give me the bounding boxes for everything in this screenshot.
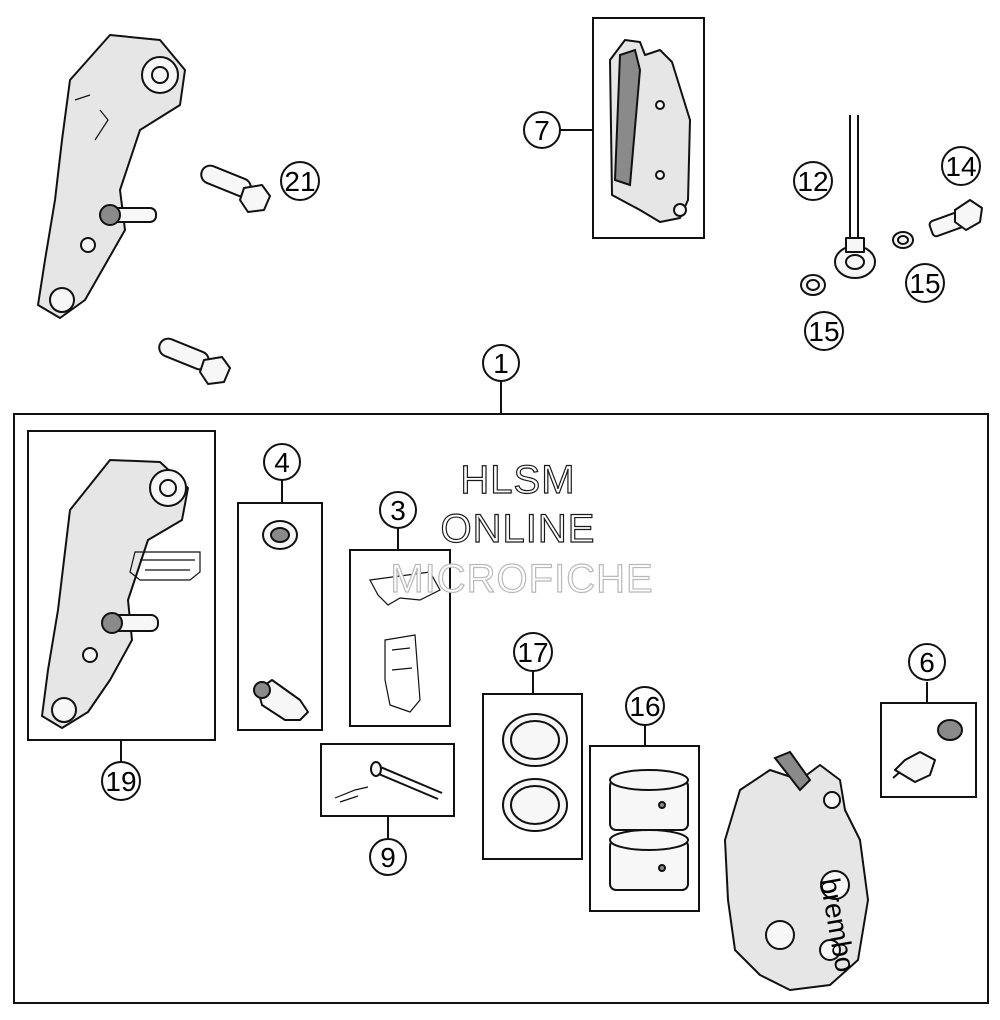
callout-7-label: 7	[534, 115, 550, 146]
retaining-pin-box	[320, 743, 455, 817]
callout-16-label: 16	[629, 691, 660, 722]
callout-14-label: 14	[945, 151, 976, 182]
callout-7[interactable]: 7	[523, 111, 561, 149]
callout-3[interactable]: 3	[379, 491, 417, 529]
bleeder-valve-box	[880, 702, 977, 798]
pin-bushing-box	[237, 502, 323, 731]
callout-1[interactable]: 1	[482, 344, 520, 382]
watermark-line-2: ONLINE	[441, 507, 596, 551]
bracket-kit-box	[27, 430, 216, 741]
brake-hose	[834, 115, 876, 279]
caliper-bracket-top	[37, 34, 186, 319]
callout-1-label: 1	[493, 348, 509, 379]
callout-19[interactable]: 19	[101, 761, 141, 801]
watermark-line-3: MICROFICHE	[390, 557, 653, 601]
leader-lines	[120, 129, 928, 838]
bolt-lower	[158, 337, 231, 385]
callout-6-label: 6	[919, 647, 935, 678]
piston-box	[589, 745, 700, 912]
bolt-upper	[200, 164, 271, 213]
callout-15-left-label: 15	[808, 316, 839, 347]
callout-21-label: 21	[284, 166, 315, 197]
callout-21[interactable]: 21	[280, 161, 320, 201]
brake-pad-group	[592, 17, 705, 239]
spring-clip-box	[349, 549, 451, 727]
callout-12-label: 12	[797, 166, 828, 197]
watermark-line-1: HLSM	[460, 458, 575, 502]
banjo-bolt	[928, 199, 983, 238]
callout-15-right-label: 15	[909, 268, 940, 299]
callout-14[interactable]: 14	[941, 146, 981, 186]
callout-15-left[interactable]: 15	[804, 311, 844, 351]
callout-3-label: 3	[390, 495, 406, 526]
caliper-body: brembo	[724, 750, 869, 991]
callout-17-label: 17	[517, 637, 548, 668]
callout-15-right[interactable]: 15	[905, 263, 945, 303]
callout-4-label: 4	[274, 447, 290, 478]
callout-4[interactable]: 4	[263, 443, 301, 481]
callout-17[interactable]: 17	[513, 632, 553, 672]
sealing-washer-left	[800, 274, 826, 296]
callout-6[interactable]: 6	[908, 643, 946, 681]
sealing-washer-right	[892, 231, 914, 249]
callout-19-label: 19	[105, 766, 136, 797]
callout-12[interactable]: 12	[793, 161, 833, 201]
seal-kit-box	[482, 693, 583, 860]
callout-16[interactable]: 16	[625, 686, 665, 726]
callout-9[interactable]: 9	[369, 838, 407, 876]
callout-9-label: 9	[380, 842, 396, 873]
